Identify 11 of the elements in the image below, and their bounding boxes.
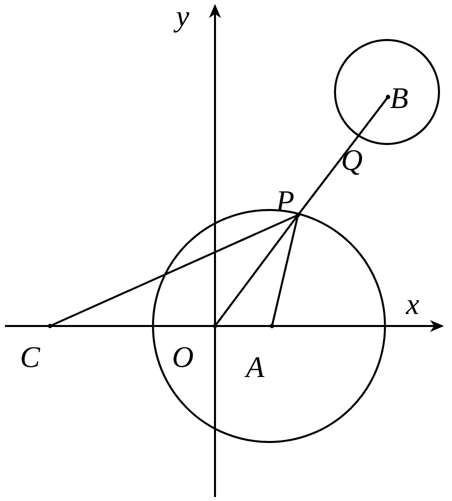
- axis-label: y: [176, 2, 200, 32]
- point-label: A: [246, 323, 275, 383]
- line-segment: [271, 214, 299, 326]
- axis-label: x: [406, 290, 430, 320]
- point-label: B: [385, 84, 414, 114]
- point-label: Q: [341, 146, 365, 176]
- point-label: O: [172, 323, 218, 373]
- line-segment: [297, 96, 389, 216]
- line-segment: [50, 214, 298, 327]
- point-label: C: [20, 323, 53, 373]
- line-segment: [214, 214, 299, 327]
